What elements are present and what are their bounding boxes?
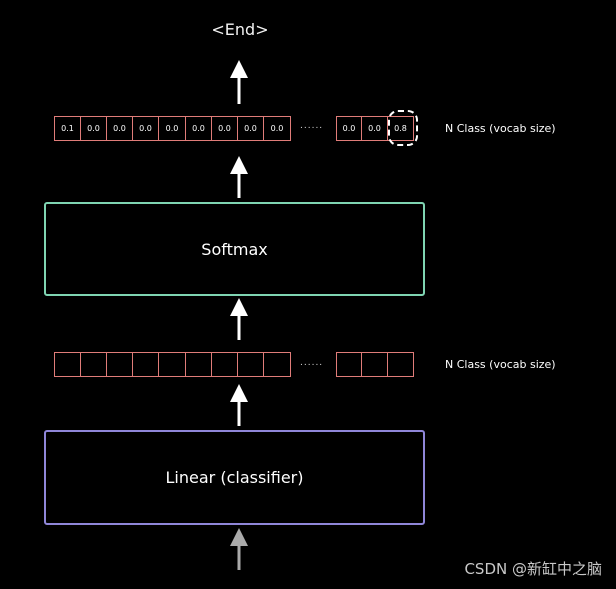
- output-ellipsis: ......: [300, 121, 324, 131]
- logit-cell: [238, 352, 264, 377]
- logit-cell: [107, 352, 133, 377]
- output-probabilities-left: 0.1 0.0 0.0 0.0 0.0 0.0 0.0 0.0 0.0: [54, 116, 291, 141]
- output-probabilities-right: 0.0 0.0 0.8: [336, 116, 414, 141]
- prob-cell: 0.0: [107, 116, 133, 141]
- end-token-label: <End>: [211, 20, 269, 39]
- logit-cell: [388, 352, 414, 377]
- logits-row-left: [54, 352, 291, 377]
- logit-cell: [186, 352, 212, 377]
- logits-row-right: [336, 352, 414, 377]
- arrow-output-to-end: [230, 60, 248, 104]
- logit-cell: [54, 352, 81, 377]
- logit-cell: [81, 352, 107, 377]
- arrow-linear-to-logits: [230, 384, 248, 426]
- arrow-logits-to-softmax: [230, 298, 248, 340]
- prob-cell: 0.0: [186, 116, 212, 141]
- softmax-block: Softmax: [44, 202, 425, 296]
- prob-cell: 0.0: [362, 116, 388, 141]
- prob-cell: 0.0: [212, 116, 238, 141]
- logit-cell: [336, 352, 362, 377]
- prob-cell: 0.0: [238, 116, 264, 141]
- logit-cell: [264, 352, 291, 377]
- linear-label: Linear (classifier): [165, 468, 304, 487]
- prob-cell: 0.0: [133, 116, 159, 141]
- linear-classifier-block: Linear (classifier): [44, 430, 425, 525]
- prob-cell: 0.0: [336, 116, 362, 141]
- logits-ellipsis: ......: [300, 358, 324, 368]
- prob-cell: 0.0: [264, 116, 291, 141]
- logit-cell: [159, 352, 186, 377]
- watermark: CSDN @新缸中之脑: [464, 560, 602, 578]
- output-row-label: N Class (vocab size): [445, 122, 556, 135]
- prob-cell: 0.0: [159, 116, 186, 141]
- prob-cell: 0.1: [54, 116, 81, 141]
- logits-row-label: N Class (vocab size): [445, 358, 556, 371]
- prob-cell-max: 0.8: [388, 116, 414, 141]
- max-probability-highlight: [388, 110, 418, 146]
- arrow-softmax-to-output: [230, 156, 248, 198]
- prob-cell: 0.0: [81, 116, 107, 141]
- softmax-label: Softmax: [201, 239, 268, 259]
- logit-cell: [362, 352, 388, 377]
- arrow-input-to-linear: [230, 528, 248, 570]
- logit-cell: [212, 352, 238, 377]
- logit-cell: [133, 352, 159, 377]
